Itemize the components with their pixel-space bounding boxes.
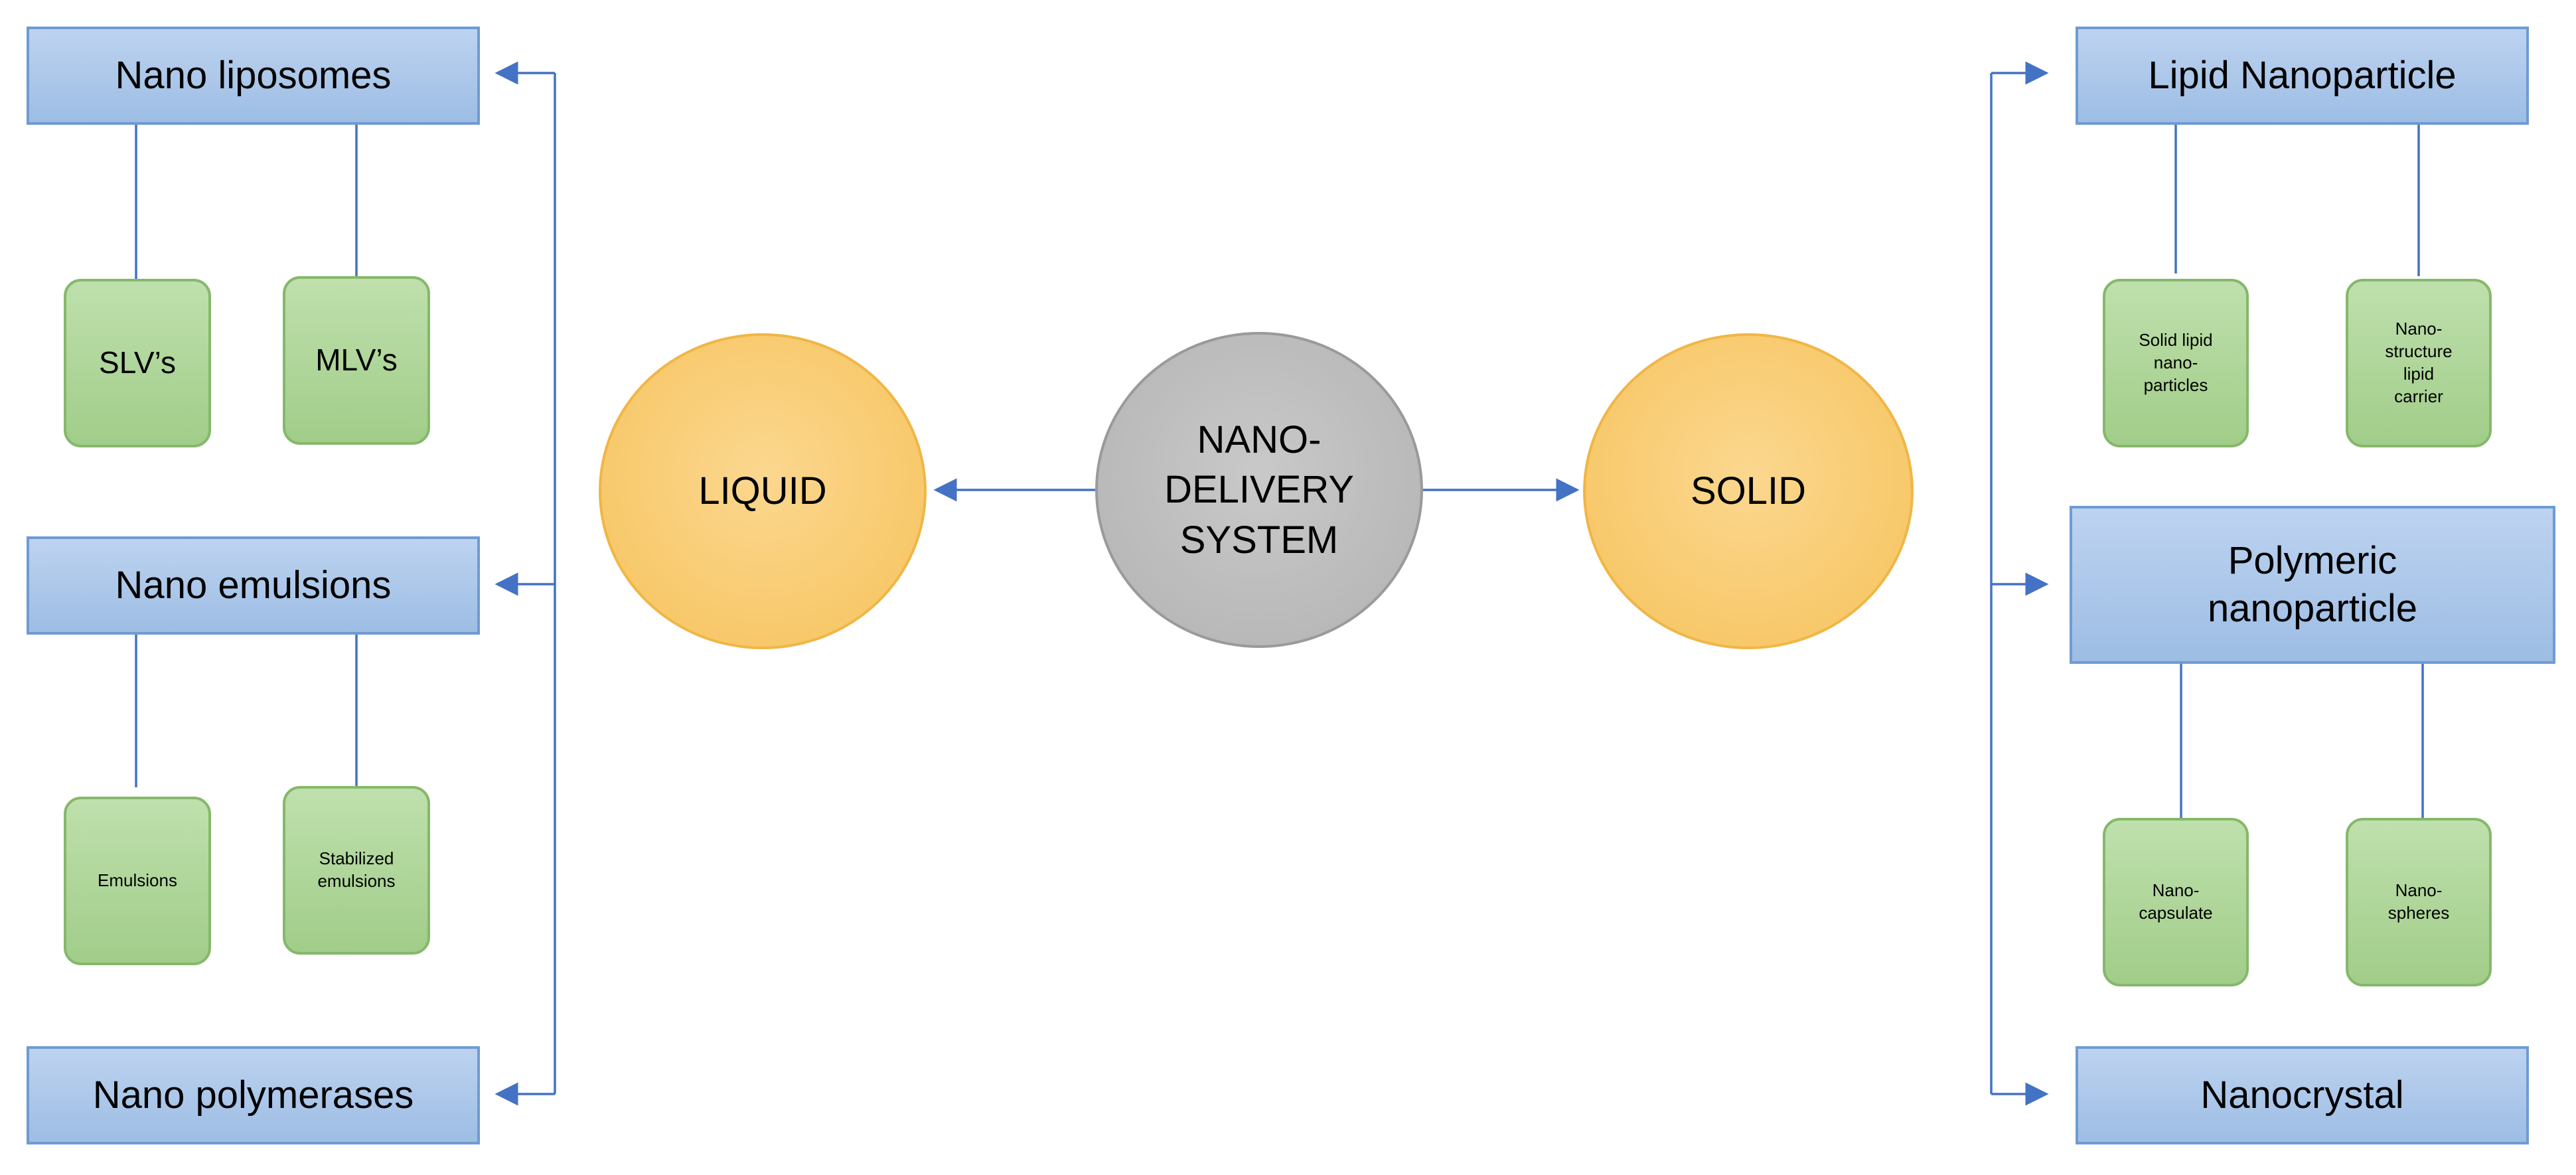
nanocrystal-box: Nanocrystal	[2076, 1046, 2529, 1144]
stabilized-emulsions-label: Stabilized emulsions	[317, 848, 396, 891]
nano-liposomes-label: Nano liposomes	[115, 53, 392, 97]
nanospheres-box: Nano- spheres	[2346, 818, 2492, 986]
solid-circle: SOLID	[1583, 333, 1914, 649]
nanocapsulate-label: Nano- capsulate	[2139, 880, 2213, 923]
nano-polymerases-label: Nano polymerases	[92, 1073, 414, 1117]
slv-box: SLV’s	[64, 279, 211, 447]
nano-delivery-system-label: NANO- DELIVERY SYSTEM	[1164, 418, 1354, 562]
lipid-nanoparticle-label: Lipid Nanoparticle	[2148, 53, 2457, 97]
lipid-nanoparticle-box: Lipid Nanoparticle	[2076, 27, 2529, 125]
solid-label: SOLID	[1690, 469, 1807, 513]
solid-lipid-nanoparticles-label: Solid lipid nano- particles	[2139, 330, 2213, 395]
mlv-box: MLV’s	[283, 276, 430, 445]
nano-liposomes-box: Nano liposomes	[27, 27, 480, 125]
nano-delivery-system-circle: NANO- DELIVERY SYSTEM	[1095, 332, 1423, 648]
liquid-label: LIQUID	[698, 469, 827, 513]
nanospheres-label: Nano- spheres	[2387, 880, 2450, 923]
polymeric-nanoparticle-box: Polymeric nanoparticle	[2070, 506, 2555, 664]
nano-emulsions-box: Nano emulsions	[27, 536, 480, 635]
nano-emulsions-label: Nano emulsions	[115, 563, 392, 607]
mlv-label: MLV’s	[315, 343, 398, 378]
nanocrystal-label: Nanocrystal	[2200, 1073, 2404, 1117]
stabilized-emulsions-box: Stabilized emulsions	[283, 786, 430, 955]
slv-label: SLV’s	[99, 345, 176, 380]
emulsions-label: Emulsions	[98, 870, 177, 891]
nano-polymerases-box: Nano polymerases	[27, 1046, 480, 1144]
nanocapsulate-box: Nano- capsulate	[2103, 818, 2249, 986]
liquid-circle: LIQUID	[599, 333, 927, 649]
nanostructure-lipid-carrier-label: Nano- structure lipid carrier	[2385, 319, 2453, 406]
emulsions-box: Emulsions	[64, 797, 211, 965]
polymeric-nanoparticle-label: Polymeric nanoparticle	[2208, 538, 2417, 631]
nanostructure-lipid-carrier-box: Nano- structure lipid carrier	[2346, 279, 2492, 447]
solid-lipid-nanoparticles-box: Solid lipid nano- particles	[2103, 279, 2249, 447]
